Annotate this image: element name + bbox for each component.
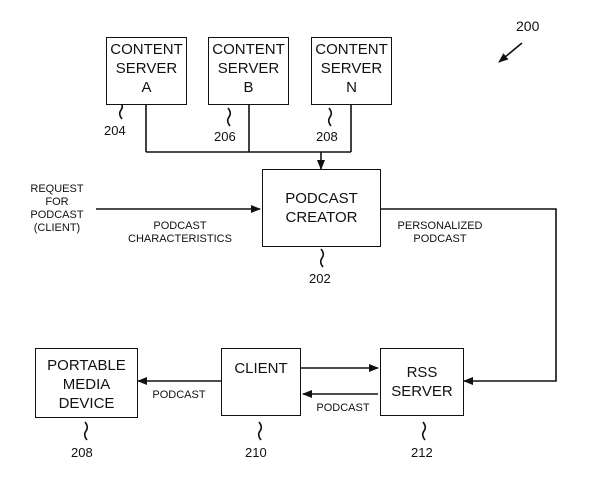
portable-media-device-line1: PORTABLE <box>47 356 126 374</box>
podcast-creator-line2: CREATOR <box>285 209 358 226</box>
podcast-label-client-to-device: PODCAST <box>152 389 206 401</box>
characteristics-label-line1: PODCAST <box>153 220 207 232</box>
podcast-creator-line1: PODCAST <box>285 190 358 207</box>
podcast-creator-box: PODCAST CREATOR <box>262 169 381 247</box>
content-server-b-box: CONTENT SERVER B <box>208 37 289 105</box>
request-label-line3: PODCAST <box>30 209 84 221</box>
portable-media-device-line3: DEVICE <box>58 394 115 412</box>
rss-server-line2: SERVER <box>391 383 453 400</box>
portable-media-device-line2: MEDIA <box>62 375 111 393</box>
content-server-a-box: CONTENT SERVER A <box>106 37 187 105</box>
portable-media-device-ref: 208 <box>71 445 93 460</box>
figure-ref-label: 200 <box>516 18 540 34</box>
content-server-b-line2: SERVER <box>217 60 280 77</box>
podcast-label-rss-to-client: PODCAST <box>316 402 370 414</box>
personalized-label-line1: PERSONALIZED <box>397 220 483 232</box>
ref-210-leader <box>257 421 263 441</box>
request-label-line4: (CLIENT) <box>33 222 81 234</box>
client-ref: 210 <box>245 445 267 460</box>
content-server-a-line1: CONTENT <box>110 41 183 58</box>
characteristics-label-line2: CHARACTERISTICS <box>128 233 232 245</box>
content-server-a-line3: A <box>141 79 152 96</box>
ref-202-leader <box>319 248 325 268</box>
content-server-n-ref: 208 <box>316 129 338 144</box>
content-server-a-ref: 204 <box>104 123 126 138</box>
figure-ref-arrow <box>498 42 523 63</box>
characteristics-label: PODCAST CHARACTERISTICS <box>116 220 244 246</box>
portable-media-device-box: PORTABLE MEDIA DEVICE <box>35 348 138 418</box>
personalized-label-line2: PODCAST <box>413 233 467 245</box>
content-server-n-line3: N <box>346 79 357 96</box>
personalized-label: PERSONALIZED PODCAST <box>390 220 490 246</box>
content-server-a-line2: SERVER <box>115 60 178 77</box>
content-server-n-line2: SERVER <box>320 60 383 77</box>
ref-212-leader <box>421 421 427 441</box>
rss-server-line1: RSS <box>406 364 438 381</box>
rss-server-ref: 212 <box>411 445 433 460</box>
request-label-line2: FOR <box>45 196 69 208</box>
request-label: REQUEST FOR PODCAST (CLIENT) <box>16 183 98 235</box>
creator-to-rss-path <box>381 208 557 385</box>
client-box: CLIENT <box>221 348 301 416</box>
request-label-line1: REQUEST <box>30 183 84 195</box>
content-server-b-line3: B <box>243 79 254 96</box>
ref-208-leader <box>327 107 333 127</box>
content-server-b-line1: CONTENT <box>212 41 285 58</box>
podcast-creator-ref: 202 <box>309 271 331 286</box>
rss-server-box: RSS SERVER <box>380 348 464 416</box>
client-line1: CLIENT <box>234 360 288 377</box>
ref-206-leader <box>226 107 232 127</box>
content-server-n-line1: CONTENT <box>315 41 388 58</box>
ref-208b-leader <box>83 421 89 441</box>
content-server-n-box: CONTENT SERVER N <box>311 37 392 105</box>
content-server-b-ref: 206 <box>214 129 236 144</box>
